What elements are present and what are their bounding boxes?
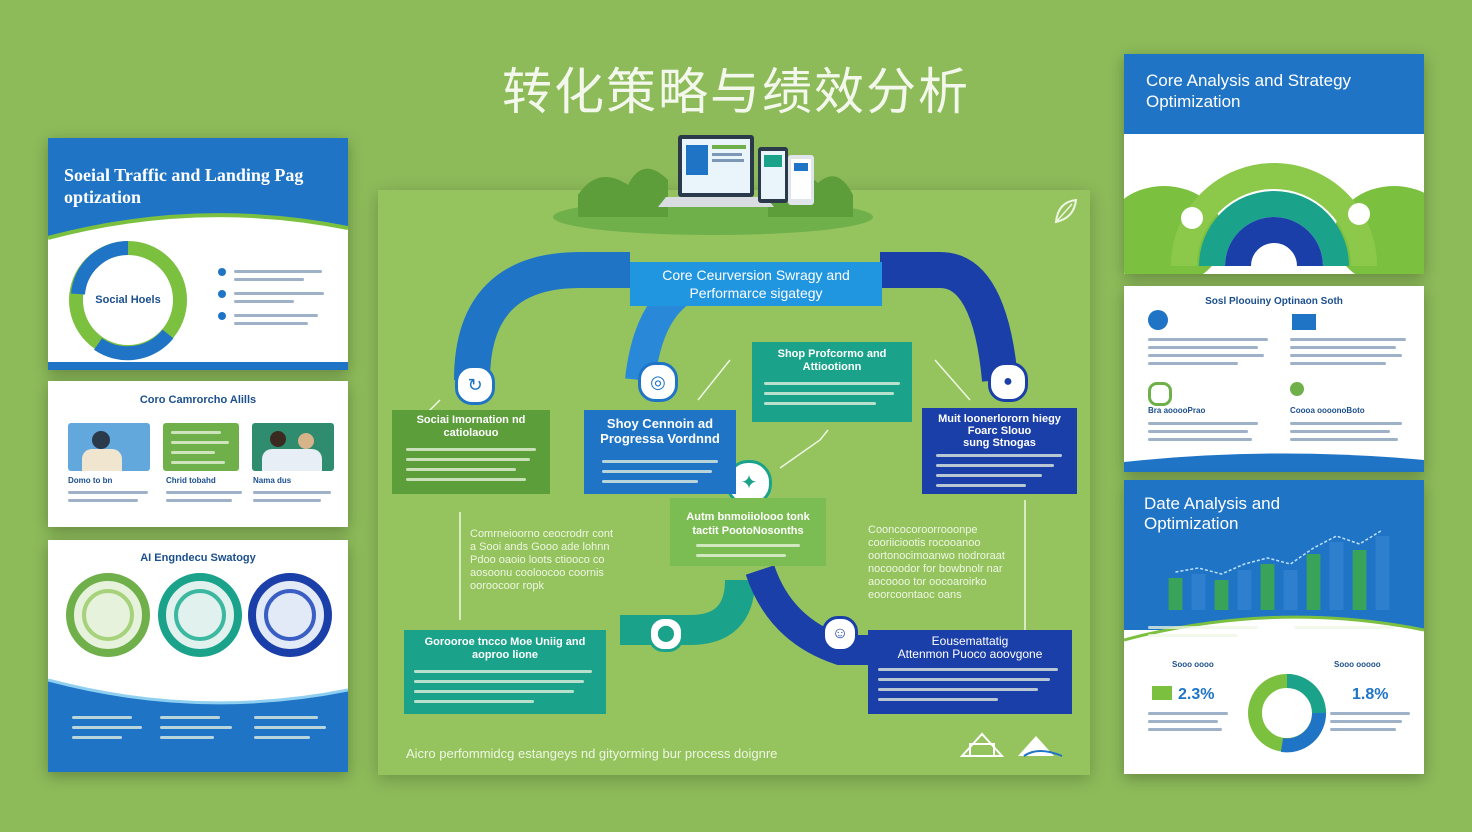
page-title: 转化策略与绩效分析 xyxy=(502,63,970,121)
right-card2-sub-1: Bra aooooPrao xyxy=(1148,406,1206,415)
caption-3: Nama dus xyxy=(253,476,292,485)
text-left-line: aosoonu cooloocoo coornis xyxy=(470,567,604,579)
cycle-icon xyxy=(1148,382,1172,406)
bar xyxy=(1191,574,1206,610)
stat-label-2: Sooo ooooo xyxy=(1334,660,1381,669)
center-footer: Aicro perfommidcg estangeys nd gityormin… xyxy=(406,746,778,761)
right-card2-title: Sosl Ploouiny Optinaon Soth xyxy=(1205,296,1343,307)
caption-2: Chrid tobahd xyxy=(166,476,216,485)
bar xyxy=(1260,564,1275,610)
box-tr-line-1: Shop Profcormo and xyxy=(777,348,887,360)
right-card-data-analysis[interactable]: Date Analysis and Optimization Sooo oooo… xyxy=(1124,480,1424,774)
chat-icon[interactable]: ● xyxy=(988,362,1028,402)
box-right-line-2: Foarc Slouo xyxy=(967,425,1032,437)
ring-icons xyxy=(66,573,332,657)
text-right-line: oortonocimoanwo nodroraat xyxy=(868,550,1005,562)
box-shop-conversion[interactable]: Shoy Cennoin ad Progressa Vordnnd xyxy=(584,410,736,494)
stat-label-1: Sooo oooo xyxy=(1172,660,1214,669)
bar xyxy=(1306,554,1321,610)
bar xyxy=(1329,542,1344,610)
box-center-line-2: tactit PootoNosonths xyxy=(692,525,804,537)
bar xyxy=(1283,570,1298,610)
text-right-line: nocooodor for bowbnolr nar xyxy=(868,563,1003,575)
box-tr-line-2: Attiootionn xyxy=(802,361,862,373)
right-card1-title-2: Optimization xyxy=(1146,92,1241,111)
bar xyxy=(1375,536,1390,610)
text-right-line: cooriiciootis rocooanoo xyxy=(868,537,981,549)
box-left-line-1: Sociai Imornation nd xyxy=(416,414,526,426)
logo-icons xyxy=(959,732,1063,757)
bar xyxy=(1214,580,1229,610)
box-mid-line-2: Progressa Vordnnd xyxy=(600,431,720,446)
bar xyxy=(1237,570,1252,610)
banner-line-2: Performarce sigategy xyxy=(689,285,823,301)
text-left-line: ooroocoor ropk xyxy=(470,580,544,592)
team-illustration-icon xyxy=(252,423,334,471)
chat-bubble-icon xyxy=(1148,310,1168,330)
right-card3-title-2: Optimization xyxy=(1144,514,1239,533)
right-card2-sub-2: Coooa oooonoBoto xyxy=(1290,406,1365,415)
box-right-line-3: sung Stnogas xyxy=(963,437,1036,449)
pin-icon[interactable]: ⬤ xyxy=(648,616,684,652)
left-card1-title: Soeial Traffic and Landing Pag optizatio… xyxy=(64,165,304,207)
right-card-social-planning[interactable]: Sosl Ploouiny Optinaon Soth Bra aooooPra… xyxy=(1124,286,1424,472)
core-strategy-banner[interactable]: Core Ceurversion Swragy and Performarce … xyxy=(630,262,882,306)
person-illustration-icon xyxy=(68,423,150,471)
text-right-line: aocoooo tor oocoaroirko xyxy=(868,576,987,588)
left-card-core-skills[interactable]: Coro Camrorcho Alills Domo to bn Chrid t… xyxy=(48,381,348,527)
banner-line-1: Core Ceurversion Swragy and xyxy=(662,267,850,283)
text-left-line: Comrneioorno ceocrodrr cont xyxy=(470,528,614,540)
text-left-block: Comrneioorno ceocrodrr cont a Sooi ands … xyxy=(470,528,650,593)
bar xyxy=(1352,550,1367,610)
cycle-diagram-icon xyxy=(69,240,187,361)
box-shop-profile[interactable]: Shop Profcormo and Attiootionn xyxy=(752,342,912,422)
box-br-line-2: Attenmon Puoco aoovgone xyxy=(897,647,1043,661)
stat-value-2: 1.8% xyxy=(1352,686,1389,703)
box-generate-tech[interactable]: Gorooroe tncco Moe Uniig and aoproo lion… xyxy=(404,630,606,714)
refresh-icon[interactable]: ↻ xyxy=(455,365,495,405)
card-icon xyxy=(1292,314,1316,330)
text-right-block: Cooncocoroorrooonpe cooriiciootis rocooa… xyxy=(868,524,1028,602)
box-multi-channel[interactable]: Muit loonerlororn hiegy Foarc Slouo sung… xyxy=(922,408,1077,494)
left-card2-title: Coro Camrorcho Alills xyxy=(139,394,257,406)
box-center-line-1: Autm bnmoiiolooo tonk xyxy=(686,511,810,523)
right-card3-title-1: Date Analysis and xyxy=(1144,494,1281,513)
text-right-line: Cooncocoroorrooonpe xyxy=(868,524,978,536)
box-mid-line-1: Shoy Cennoin ad xyxy=(606,416,714,431)
face-icon[interactable]: ☺ xyxy=(822,616,858,652)
caption-1: Domo to bn xyxy=(68,476,113,485)
text-panel xyxy=(163,423,239,471)
box-automation-tactics[interactable]: Autm bnmoiiolooo tonk tactit PootoNosont… xyxy=(670,498,826,566)
target-icon[interactable]: ◎ xyxy=(638,362,678,402)
box-attention-process[interactable]: Eousemattatig Attenmon Puoco aoovgone xyxy=(868,630,1072,714)
donut-chart-icon xyxy=(1248,674,1327,753)
left-card3-title: AI Engndecu Swatogy xyxy=(140,552,256,564)
box-left-line-2: catiolaouo xyxy=(443,427,499,439)
box-social-information[interactable]: Sociai Imornation nd catiolaouo xyxy=(392,410,550,494)
box-bl-line-2: aoproo lione xyxy=(472,649,538,661)
right-card1-title-1: Core Analysis and Strategy xyxy=(1146,71,1352,90)
trend-line xyxy=(1175,530,1383,575)
text-left-line: Pdoo oaoio loots ctiooco co xyxy=(470,554,605,566)
circle-label: Social Hoels xyxy=(95,294,161,306)
box-br-line-1: Eousemattatig xyxy=(931,634,1009,648)
stat-value-1: 2.3% xyxy=(1178,686,1215,703)
arch-diagram-icon xyxy=(1124,135,1424,274)
left-card-social-traffic[interactable]: Soeial Traffic and Landing Pag optizatio… xyxy=(48,138,348,370)
box-bl-line-1: Gorooroe tncco Moe Uniig and xyxy=(424,636,586,648)
chart-mini-icon xyxy=(1152,686,1172,700)
bar-chart xyxy=(1168,530,1390,610)
user-icon xyxy=(1290,382,1304,396)
text-left-line: a Sooi ands Gooo ade lohnn xyxy=(470,541,610,553)
leaf-icon xyxy=(1054,198,1078,224)
right-card-core-analysis[interactable]: Core Analysis and Strategy Optimization xyxy=(1124,54,1424,274)
bar xyxy=(1168,578,1183,610)
text-right-line: eoorcoontaoc oans xyxy=(868,589,962,601)
left-card-ai-strategy[interactable]: AI Engndecu Swatogy xyxy=(48,540,348,772)
laptop-devices-icon xyxy=(553,135,873,235)
box-right-line-1: Muit loonerlororn hiegy xyxy=(938,413,1061,425)
